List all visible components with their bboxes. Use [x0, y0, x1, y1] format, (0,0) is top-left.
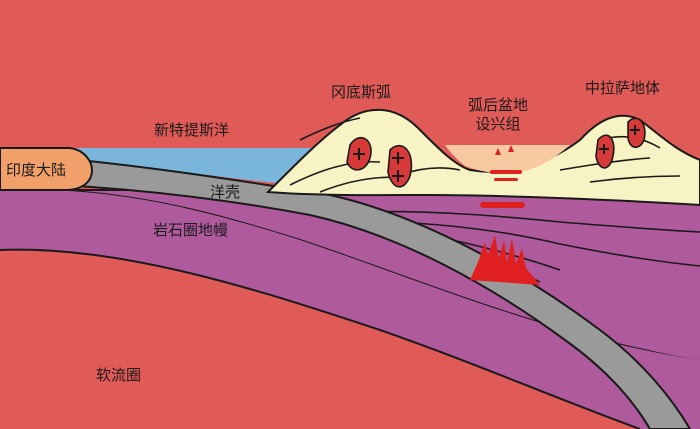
label-oceanic-crust: 洋壳 [210, 183, 241, 201]
pluton-4 [627, 117, 646, 149]
label-backarc-basin: 弧后盆地 设兴组 [468, 96, 528, 134]
label-lithospheric-mantle: 岩石圈地幔 [153, 221, 229, 239]
label-backarc-basin-line1: 弧后盆地 [468, 96, 529, 114]
label-asthenosphere: 软流圈 [96, 366, 142, 384]
lithospheric-mantle-lower-left [0, 189, 700, 429]
label-backarc-basin-line2: 设兴组 [475, 114, 521, 133]
label-lhasa-block: 中拉萨地体 [585, 79, 661, 97]
backarc-basin [445, 145, 570, 174]
pluton-2 [387, 144, 413, 188]
label-neotethys: 新特提斯洋 [154, 121, 230, 139]
label-india: 印度大陆 [6, 161, 67, 179]
neotethys-ocean [60, 148, 330, 188]
label-gangdese-arc: 冈底斯弧 [331, 83, 392, 101]
granite-plutons [346, 117, 646, 188]
melt-plume [470, 235, 540, 285]
asthenosphere-boundary [0, 248, 641, 429]
melt-features [470, 145, 540, 285]
india-block [0, 147, 94, 191]
